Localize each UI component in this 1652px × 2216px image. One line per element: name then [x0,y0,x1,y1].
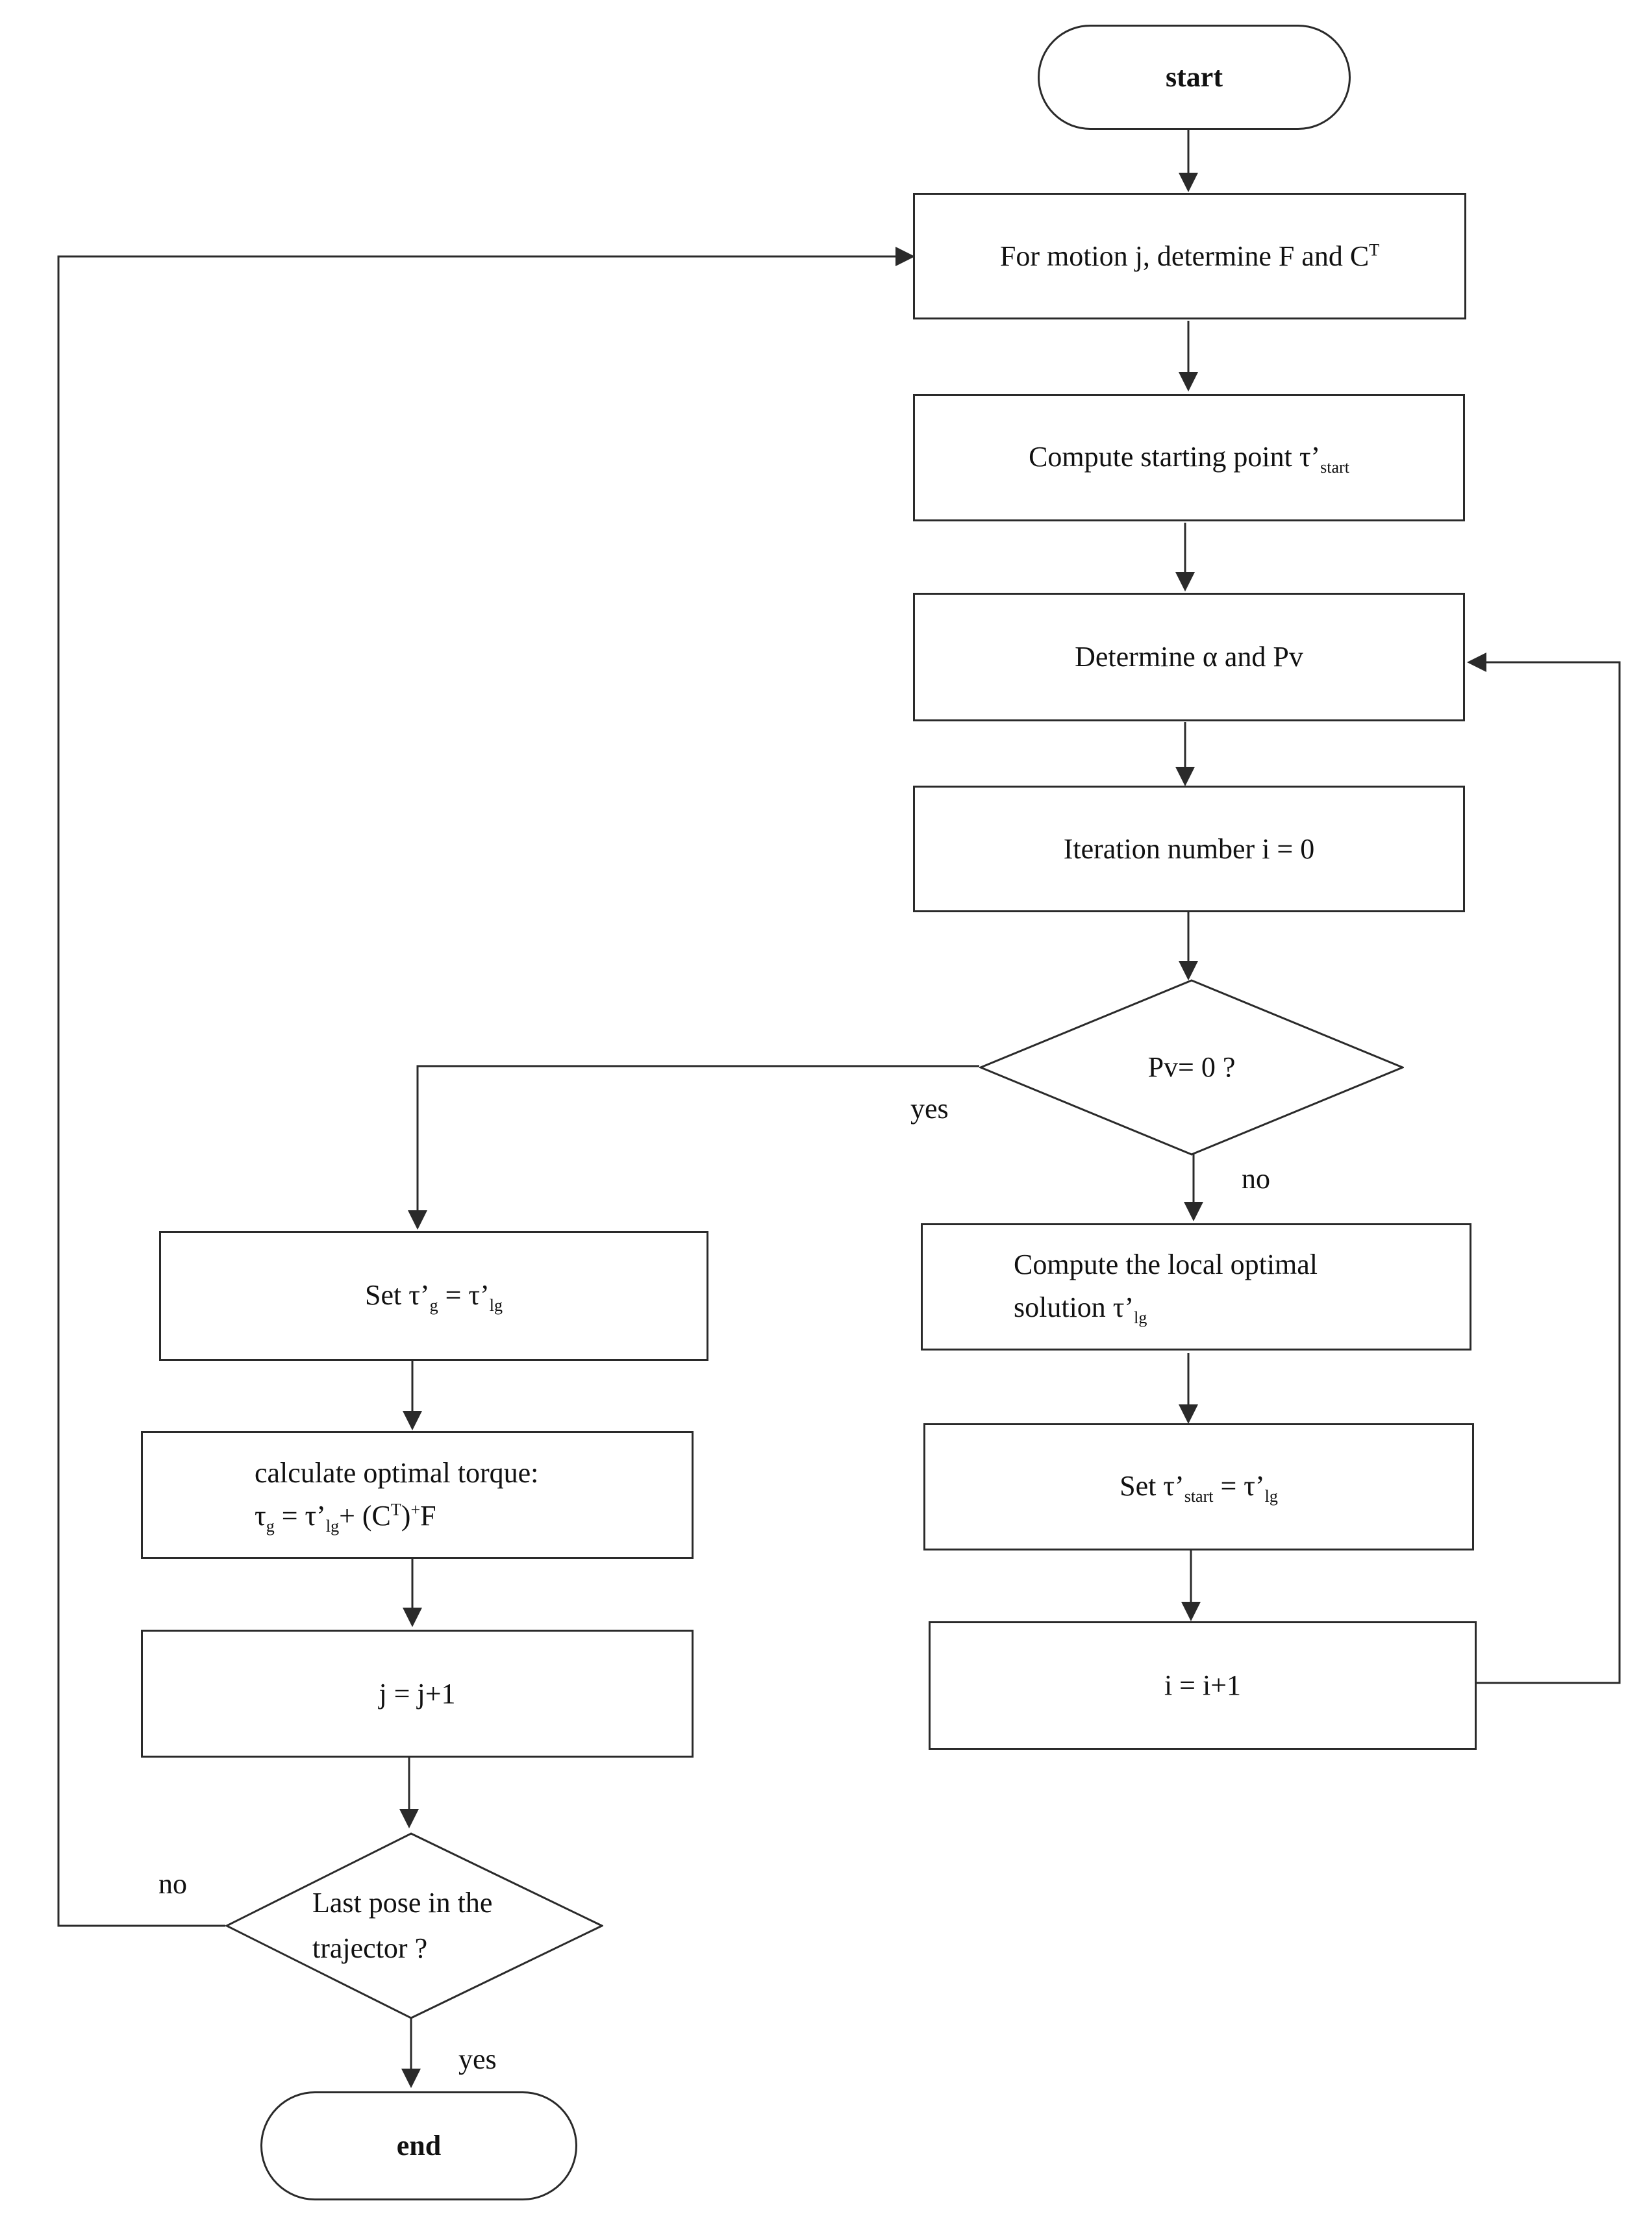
compute-starting-point-step: Compute starting point τ’start [913,394,1465,521]
end-terminal: end [260,2091,577,2200]
determine-alpha-pv-label: Determine α and Pv [1075,641,1303,673]
end-label: end [396,2130,442,2161]
iteration-init-step: Iteration number i = 0 [913,786,1465,912]
increment-j-step: j = j+1 [141,1630,694,1758]
determine-f-c-label: For motion j, determine F and CT [999,240,1380,272]
determine-f-c-step: For motion j, determine F and CT [913,193,1466,319]
set-tau-g-step: Set τ’g = τ’lg [159,1231,708,1361]
set-tau-start-label: Set τ’start = τ’lg [1120,1470,1278,1506]
compute-starting-point-label: Compute starting point τ’start [1029,441,1349,477]
increment-j-label: j = j+1 [379,1677,456,1710]
set-tau-g-label: Set τ’g = τ’lg [365,1279,503,1315]
set-tau-start-step: Set τ’start = τ’lg [923,1423,1474,1550]
last-yes-label: yes [458,2043,497,2075]
compute-local-optimal-label: Compute the local optimal solution τ’lg [1014,1249,1318,1327]
last-pose-label: Last pose in the trajector ? [312,1886,493,1964]
last-pose-decision: Last pose in the trajector ? [225,1832,603,2019]
edge-incri-loop-to-determine [1467,653,1621,1684]
last-no-label: no [158,1868,187,1900]
pv-zero-diamond-shape [979,979,1404,1156]
edge-decision-yes-to-setg [408,1065,979,1230]
calculate-torque-label: calculate optimal torque: τg = τ’lg+ (CT… [255,1456,539,1536]
start-label: start [1166,61,1223,93]
compute-local-optimal-step: Compute the local optimal solution τ’lg [921,1223,1471,1351]
determine-alpha-pv-step: Determine α and Pv [913,593,1465,721]
pv-zero-decision: Pv= 0 ? [979,979,1404,1156]
pv-zero-label: Pv= 0 ? [1147,1051,1236,1083]
pv-yes-label: yes [910,1093,949,1125]
edge-last-no-loop-to-motion [57,247,915,1927]
increment-i-label: i = i+1 [1164,1669,1242,1701]
iteration-init-label: Iteration number i = 0 [1063,832,1315,865]
start-terminal: start [1038,25,1351,130]
pv-no-label: no [1242,1163,1270,1195]
calculate-torque-step: calculate optimal torque: τg = τ’lg+ (CT… [141,1431,694,1559]
increment-i-step: i = i+1 [929,1621,1477,1750]
last-pose-diamond-shape [225,1832,603,2019]
